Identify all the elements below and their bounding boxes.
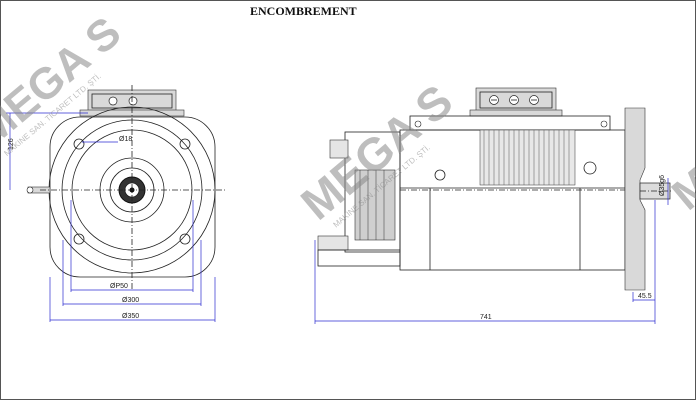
bolt-hole bbox=[73, 233, 85, 245]
dim-height: 126 bbox=[8, 138, 15, 150]
watermark-brand: MEGA S bbox=[0, 8, 130, 156]
mounting-flange bbox=[624, 107, 646, 291]
dim-pcd: Ø300 bbox=[122, 297, 139, 304]
dim-bolt-hole: Ø18 bbox=[119, 136, 132, 143]
dim-shaft-dia: Ø35g6 bbox=[659, 175, 666, 196]
brake-housing bbox=[344, 131, 401, 253]
bolt-hole bbox=[179, 138, 191, 150]
cable-gland-icon bbox=[128, 96, 138, 106]
bolt-hole bbox=[73, 138, 85, 150]
cable-gland-icon bbox=[108, 96, 118, 106]
dim-spigot: ØP50 bbox=[110, 283, 128, 290]
dim-shaft-end: 45.5 bbox=[638, 293, 652, 300]
front-view: Ø18 126 ØP50 Ø300 Ø350 bbox=[6, 85, 225, 322]
drawing-title: ENCOMBREMENT bbox=[250, 4, 357, 18]
bolt-hole bbox=[179, 233, 191, 245]
side-view: Ø35g6 45.5 741 bbox=[314, 87, 672, 324]
cooling-fins bbox=[479, 129, 576, 186]
dim-length: 741 bbox=[480, 314, 492, 321]
watermark-brand-partial: M bbox=[663, 159, 696, 220]
watermark-left: MEGA S MAKINE SAN. TİCARET LTD. ŞTİ. bbox=[0, 8, 130, 158]
dim-outer: Ø350 bbox=[122, 313, 139, 320]
watermark-right: M bbox=[663, 159, 696, 220]
